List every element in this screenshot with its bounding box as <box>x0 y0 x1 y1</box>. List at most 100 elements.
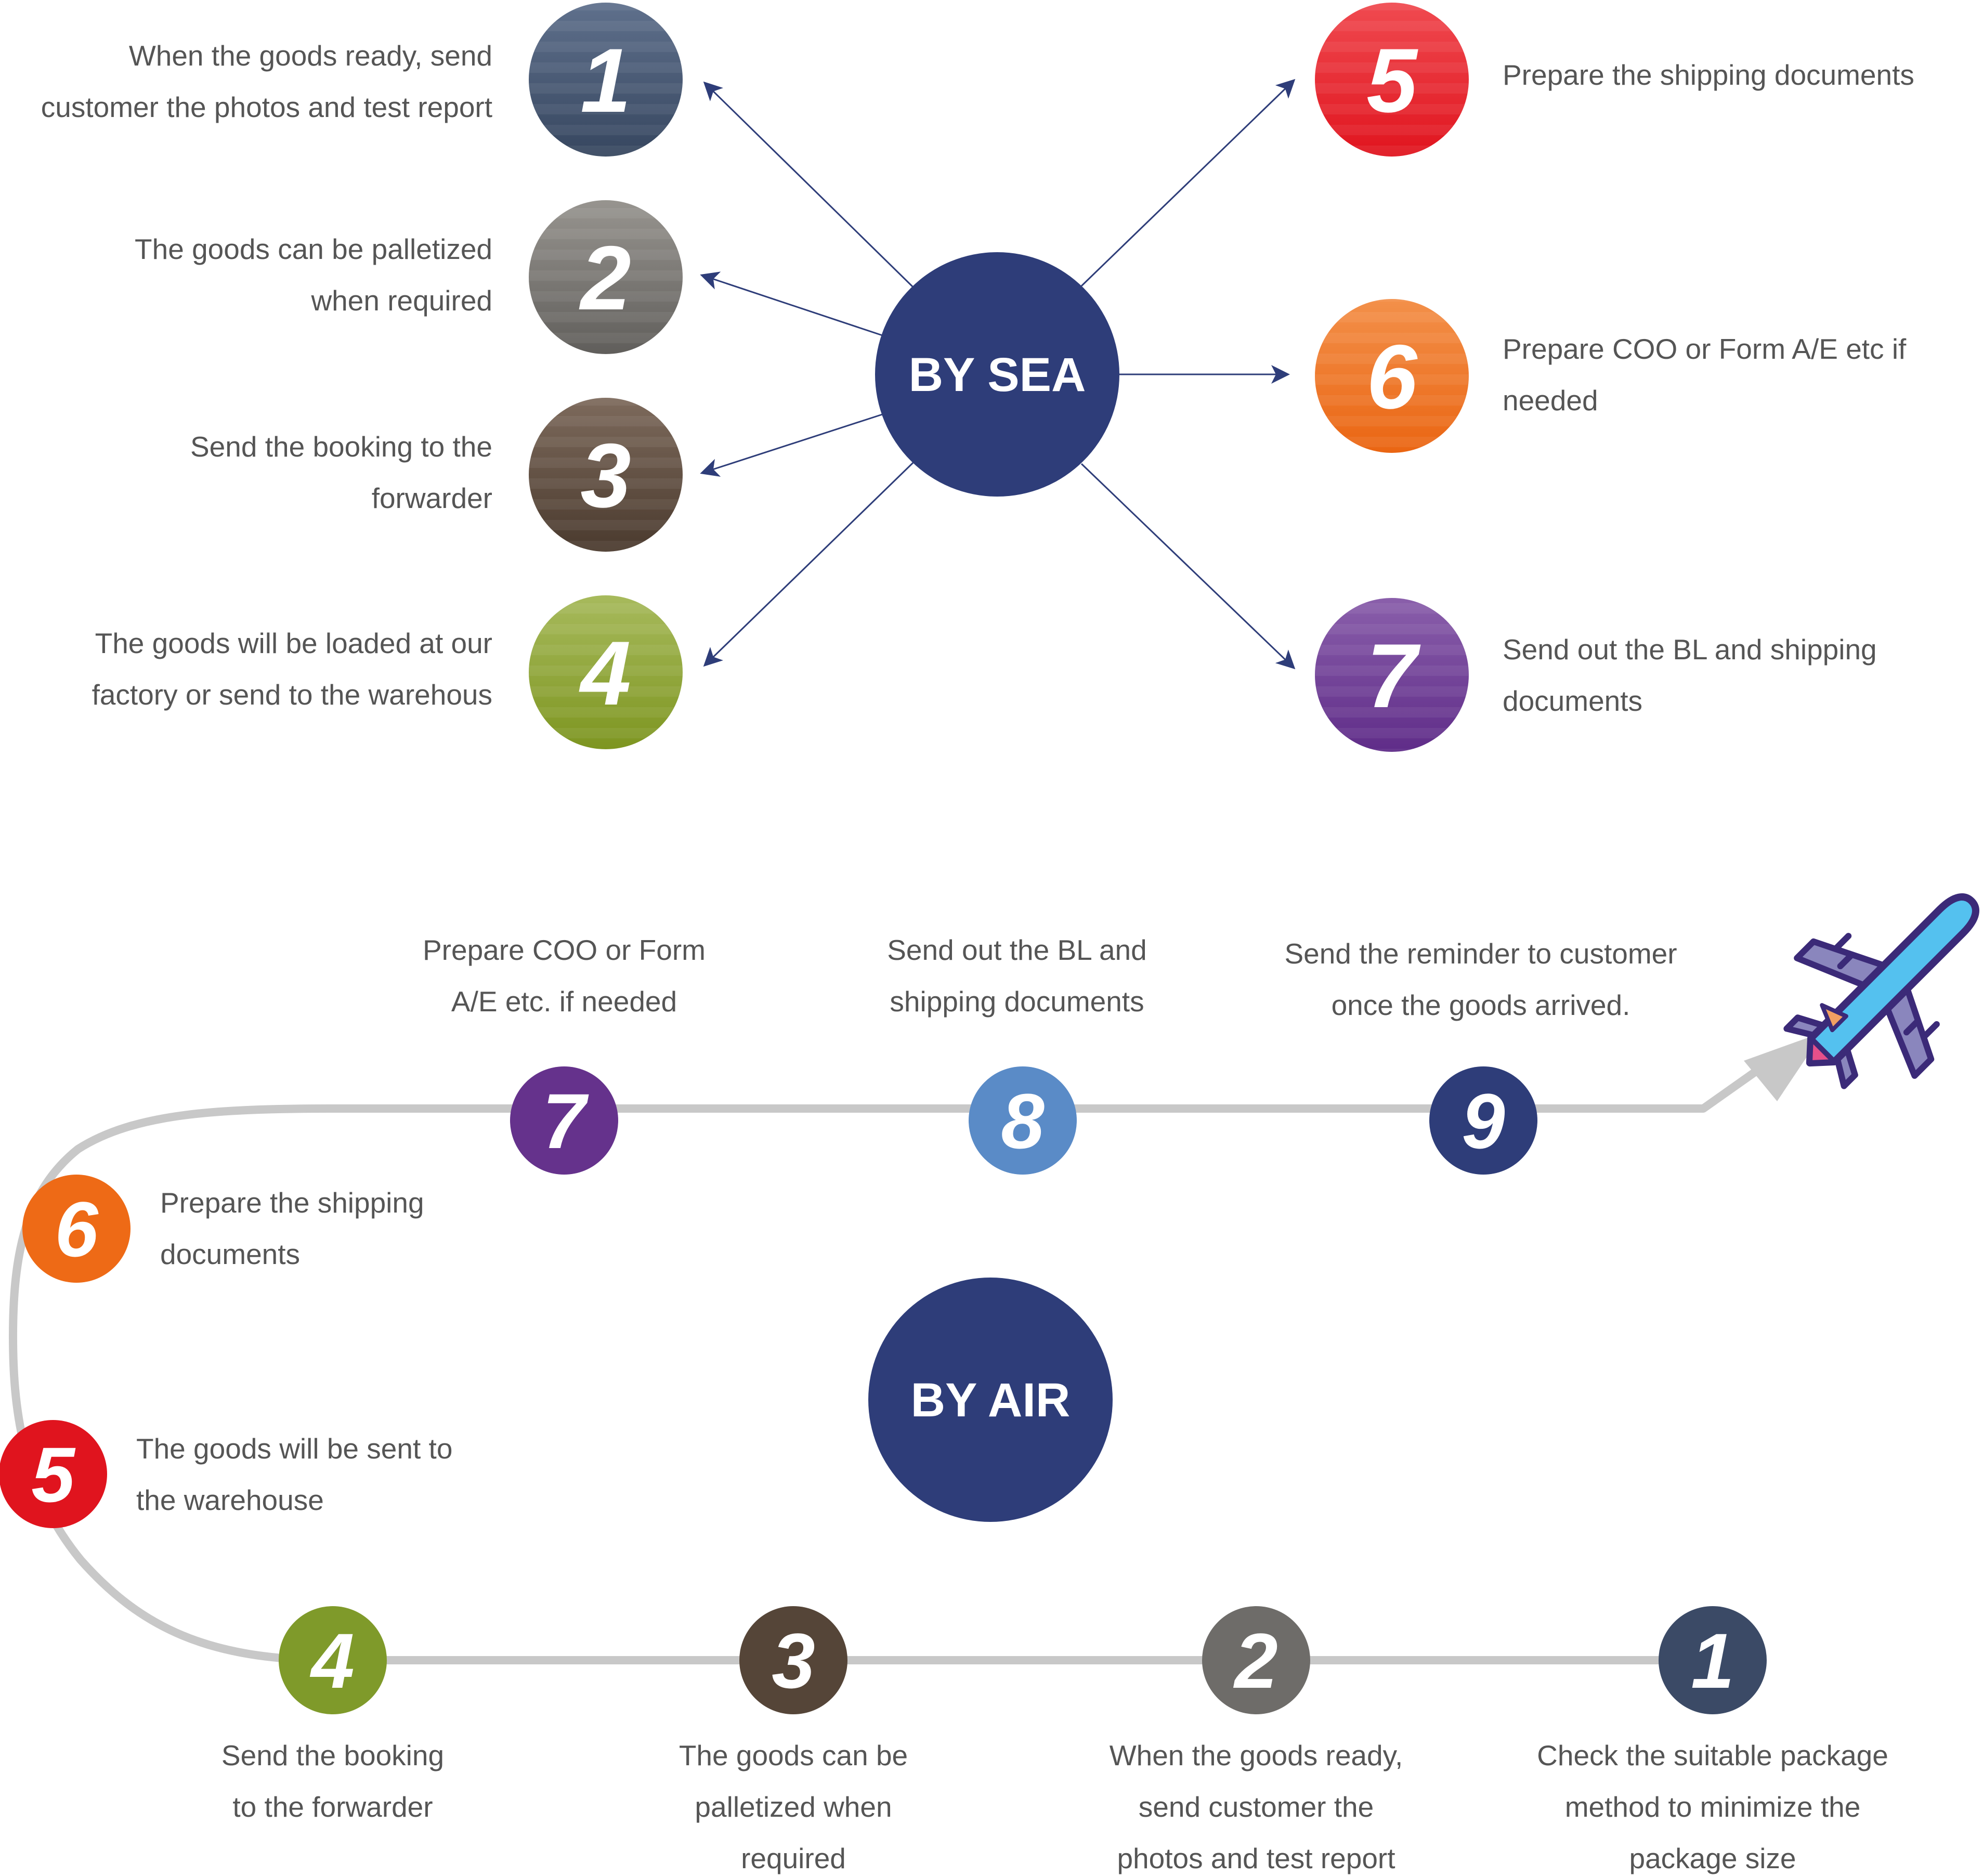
sea-step-4: 4 The goods will be loaded at our factor… <box>92 595 683 749</box>
step-badge <box>1429 1066 1537 1175</box>
step-text-line-3: required <box>741 1842 846 1874</box>
arrow-to-sea-step-7 <box>1080 463 1296 670</box>
step-text-line-1: Send the reminder to customer <box>1284 937 1677 970</box>
step-badge <box>969 1066 1077 1175</box>
arrow-to-sea-step-3 <box>700 413 883 477</box>
step-text-line-1: Send out the BL and shipping <box>1503 633 1877 666</box>
arrow-to-sea-step-5 <box>1080 79 1296 287</box>
step-number: 3 <box>772 1617 815 1704</box>
sea-step-3: 3 Send the booking to the forwarder <box>190 398 683 552</box>
step-badge <box>22 1175 131 1283</box>
step-badge <box>739 1606 847 1714</box>
step-text-line-2: forwarder <box>372 482 492 514</box>
step-badge <box>279 1606 387 1714</box>
step-number: 9 <box>1462 1077 1505 1165</box>
by-sea-section: BY SEA 1 When the goods ready, send cust… <box>41 3 1914 752</box>
air-step-8: 8 Send out the BL and shipping documents <box>887 934 1147 1175</box>
step-text-line-2: customer the photos and test report <box>41 91 492 123</box>
step-text-line-2: the warehouse <box>136 1484 324 1516</box>
air-step-4: 4 Send the booking to the forwarder <box>221 1606 444 1823</box>
step-badge <box>0 1420 107 1528</box>
arrow-to-sea-step-4 <box>703 462 914 667</box>
air-step-9: 9 Send the reminder to customer once the… <box>1284 937 1677 1175</box>
step-badge <box>1659 1606 1767 1714</box>
step-text-line-2: documents <box>160 1238 300 1270</box>
step-number: 7 <box>1366 626 1421 727</box>
air-step-1: 1 Check the suitable package method to m… <box>1537 1606 1888 1874</box>
arrow-to-sea-step-1 <box>703 81 914 288</box>
step-text-line-1: The goods can be <box>679 1739 908 1771</box>
step-number: 2 <box>579 228 631 329</box>
step-number: 4 <box>579 623 631 724</box>
badge-stripes <box>529 595 683 749</box>
step-badge <box>510 1066 618 1175</box>
step-text-line-1: The goods can be palletized <box>135 233 492 265</box>
step-text-line-2: shipping documents <box>890 985 1144 1018</box>
air-route-path <box>9 1050 1784 1664</box>
sea-hub-label: BY SEA <box>909 348 1086 401</box>
step-text-line-2: A/E etc. if needed <box>451 985 677 1018</box>
air-hub-circle <box>868 1278 1113 1522</box>
air-step-7: 7 Prepare COO or Form A/E etc. if needed <box>423 934 706 1175</box>
arrow-to-sea-step-2 <box>700 271 883 336</box>
step-number: 6 <box>1366 327 1418 428</box>
step-text-line-1: Prepare COO or Form A/E etc if <box>1503 333 1907 365</box>
step-badge <box>1202 1606 1310 1714</box>
step-number: 5 <box>31 1431 76 1518</box>
step-text-line-3: photos and test report <box>1117 1842 1395 1874</box>
step-text-line-2: needed <box>1503 384 1598 416</box>
step-number: 7 <box>542 1077 589 1165</box>
route-arrowhead <box>1744 1032 1823 1101</box>
step-text-line-2: palletized when <box>695 1791 892 1823</box>
air-hub-label: BY AIR <box>911 1374 1071 1427</box>
step-text-line-1: When the goods ready, send <box>129 40 492 72</box>
step-text-line-2: once the goods arrived. <box>1332 989 1630 1021</box>
step-text-line-2: to the forwarder <box>232 1791 433 1823</box>
badge-stripes <box>1315 3 1469 157</box>
step-number: 5 <box>1366 30 1418 132</box>
airplane-icon <box>1783 893 1979 1089</box>
step-text-line-2: when required <box>310 284 492 317</box>
air-hub: BY AIR <box>868 1278 1113 1522</box>
step-number: 1 <box>1691 1617 1734 1704</box>
sea-step-2: 2 The goods can be palletized when requi… <box>135 200 683 354</box>
sea-hub: BY SEA <box>875 252 1119 497</box>
sea-step-1: 1 When the goods ready, send customer th… <box>41 3 683 157</box>
air-step-3: 3 The goods can be palletized when requi… <box>679 1606 908 1874</box>
step-number: 1 <box>580 30 631 132</box>
air-step-2: 2 When the goods ready, send customer th… <box>1110 1606 1403 1874</box>
badge-stripes <box>529 3 683 157</box>
step-number: 3 <box>580 425 631 527</box>
step-text-line-1: The goods will be sent to <box>136 1432 452 1465</box>
air-step-5: 5 The goods will be sent to the warehous… <box>0 1420 452 1528</box>
sea-hub-circle <box>875 252 1119 497</box>
step-text-line-1: Prepare the shipping documents <box>1503 59 1914 91</box>
step-text-line-1: Check the suitable package <box>1537 1739 1888 1771</box>
step-text-line-1: Prepare COO or Form <box>423 934 706 966</box>
badge-stripes <box>529 398 683 552</box>
step-number: 8 <box>1001 1077 1045 1165</box>
step-text-line-2: documents <box>1503 685 1642 717</box>
badge-stripes <box>1315 598 1469 752</box>
step-text-line-1: Send the booking <box>221 1739 444 1771</box>
sea-step-7: 7 Send out the BL and shipping documents <box>1315 598 1877 752</box>
step-text-line-1: The goods will be loaded at our <box>95 627 492 659</box>
sea-step-5: 5 Prepare the shipping documents <box>1315 3 1914 157</box>
step-text-line-3: package size <box>1629 1842 1796 1874</box>
step-number: 4 <box>309 1617 354 1704</box>
badge-stripes <box>1315 299 1469 453</box>
step-text-line-2: factory or send to the warehous <box>92 679 492 711</box>
step-text-line-2: method to minimize the <box>1565 1791 1861 1823</box>
step-text-line-1: Send the booking to the <box>190 431 492 463</box>
step-text-line-2: send customer the <box>1139 1791 1374 1823</box>
step-text-line-1: Send out the BL and <box>887 934 1147 966</box>
step-number: 2 <box>1233 1617 1277 1704</box>
by-air-section: BY AIR 1 Check the suitable package meth… <box>0 893 1979 1874</box>
sea-arrows <box>700 79 1296 670</box>
badge-stripes <box>529 200 683 354</box>
step-number: 6 <box>55 1185 99 1273</box>
step-text-line-1: When the goods ready, <box>1110 1739 1403 1771</box>
sea-step-6: 6 Prepare COO or Form A/E etc if needed <box>1315 299 1907 453</box>
step-text-line-1: Prepare the shipping <box>160 1187 424 1219</box>
